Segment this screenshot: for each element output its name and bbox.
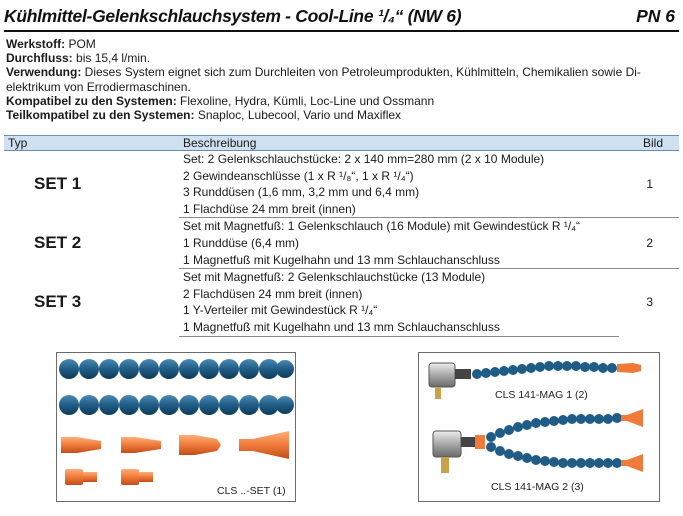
set-line: Set mit Magnetfuß: 2 Gelenkschlauchstück… [179,268,619,286]
set-line: 1 Runddüse (6,4 mm) [183,235,300,250]
photo-caption: CLS 141-MAG 1 (2) [495,389,588,401]
set-line: 2 Gewindeanschlüsse (1 x R ¹/₈“, 1 x R ¹… [183,168,414,183]
table-row: 3 Runddüsen (1,6 mm, 3,2 mm und 6,4 mm) [4,184,679,201]
set-line: 2 Flachdüsen 24 mm breit (innen) [183,286,363,301]
magnet-base-1 [428,362,471,399]
set-bild: 2 [619,217,679,269]
product-photo-magnet: CLS 141-MAG 1 (2) CLS 141-MAG 2 (3) [418,352,660,502]
page-header: Kühlmittel-Gelenkschlauchsystem - Cool-L… [4,4,679,32]
spec-durchfluss: Durchfluss: bis 15,4 l/min. [6,51,151,66]
hose-row-2 [59,395,294,415]
hose-segments-illustration [59,359,294,485]
table-row: 1 Y-Verteiler mit Gewindestück R ¹/₄“ [4,302,679,319]
magnet-foot-illustration [428,361,643,473]
round-nozzle [617,363,641,373]
hose-2b [486,442,622,468]
table-row: 1 Magnetfuß mit Kugelhahn und 13 mm Schl… [4,252,679,269]
hose-1 [472,361,617,379]
table-row: 1 Flachdüse 24 mm breit (innen) [4,201,679,218]
set-line: 3 Runddüsen (1,6 mm, 3,2 mm und 6,4 mm) [183,185,420,200]
pressure-code: PN 6 [636,6,675,26]
spec-verwendung: Verwendung: Dieses System eignet sich zu… [6,65,641,94]
flat-nozzle-1 [621,409,643,427]
col-bild: Bild [619,135,679,151]
spec-kompatibel: Kompatibel zu den Systemen: Flexoline, H… [6,93,435,108]
table-row: 1 Magnetfuß mit Kugelhahn und 13 mm Schl… [4,318,679,337]
set-name: SET 1 [34,174,82,194]
hose-2a [486,413,622,442]
table-row: 2 Flachdüsen 24 mm breit (innen) [4,286,679,303]
product-photo-set: CLS ..-SET (1) [56,352,296,502]
photo-caption: CLS 141-MAG 2 (3) [491,481,584,493]
table-row: SET 2 Set mit Magnetfuß: 1 Gelenkschlauc… [4,217,679,269]
thread-fittings [65,469,153,485]
set-line: 1 Y-Verteiler mit Gewindestück R ¹/₄“ [183,303,378,318]
set-line: 1 Magnetfuß mit Kugelhahn und 13 mm Schl… [179,318,619,337]
set-name: SET 2 [34,232,82,252]
magnet-base-2 [432,430,485,473]
table-row: 1 Runddüse (6,4 mm) [4,235,679,252]
set-line: Set: 2 Gelenkschlauchstücke: 2 x 140 mm=… [183,152,545,166]
set-line: Set mit Magnetfuß: 1 Gelenkschlauch (16 … [179,217,619,235]
nozzles [61,431,289,459]
col-beschreibung: Beschreibung [179,135,619,151]
hose-row-1 [59,359,294,379]
sets-table: Typ Beschreibung Bild SET 1 Set: 2 Gelen… [4,135,679,337]
page-title: Kühlmittel-Gelenkschlauchsystem - Cool-L… [4,6,462,26]
set-bild: 3 [619,268,679,337]
spec-block: Werkstoff: POM Durchfluss: bis 15,4 l/mi… [6,37,678,122]
table-row: SET 1 Set: 2 Gelenkschlauchstücke: 2 x 1… [4,151,679,192]
table-header-row: Typ Beschreibung Bild [4,135,679,151]
col-typ: Typ [4,135,179,151]
photo-caption: CLS ..-SET (1) [217,485,286,497]
set-name: SET 3 [34,292,82,312]
table-row: 2 Gewindeanschlüsse (1 x R ¹/₈“, 1 x R ¹… [4,168,679,185]
spec-teilkompatibel: Teilkompatibel zu den Systemen: Snaploc,… [6,108,402,123]
table-row: SET 3 Set mit Magnetfuß: 2 Gelenkschlauc… [4,268,679,337]
set-bild: 1 [646,176,653,191]
spec-werkstoff: Werkstoff: POM [6,37,96,51]
set-line: 1 Flachdüse 24 mm breit (innen) [183,201,356,216]
flat-nozzle-2 [621,454,643,472]
set-line: 1 Magnetfuß mit Kugelhahn und 13 mm Schl… [183,252,500,267]
